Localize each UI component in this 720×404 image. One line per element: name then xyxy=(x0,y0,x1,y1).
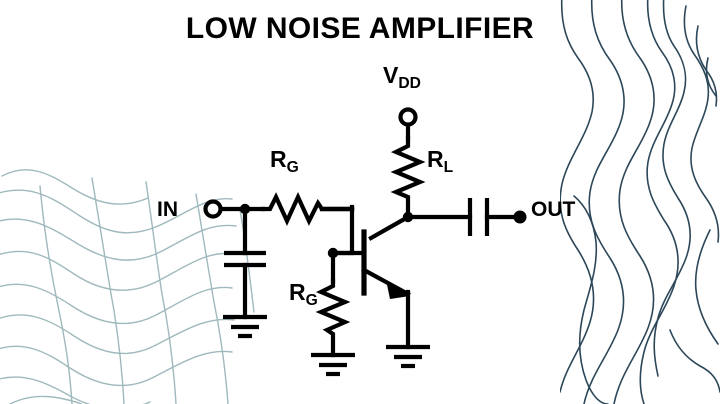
input-ground xyxy=(223,314,267,339)
rl-symbol: R xyxy=(427,146,444,172)
rg-top-subscript: G xyxy=(286,158,299,176)
emitter-ground xyxy=(386,344,430,369)
wavy-contour-lines-left xyxy=(0,169,255,404)
series-gate-resistor-label: RG xyxy=(270,146,299,176)
rg-bot-subscript: G xyxy=(305,291,318,309)
vdd-label: VDD xyxy=(383,62,421,92)
input-port-label: IN xyxy=(157,198,178,221)
vdd-subscript: DD xyxy=(398,74,421,92)
rg-bot-symbol: R xyxy=(289,279,306,305)
shunt-gate-resistor-symbol xyxy=(315,278,351,358)
load-resistor-label: RL xyxy=(427,146,453,176)
load-resistor-symbol xyxy=(390,135,426,220)
base-bias-ground xyxy=(311,352,355,377)
rg-top-symbol: R xyxy=(270,146,287,172)
emitter-arrow-icon xyxy=(386,280,410,299)
rl-subscript: L xyxy=(443,158,454,176)
shunt-gate-resistor-label: RG xyxy=(289,279,318,309)
output-terminal xyxy=(513,210,527,224)
page-title: LOW NOISE AMPLIFIER xyxy=(185,12,535,45)
collector-wire xyxy=(368,214,411,241)
wavy-contour-lines-right xyxy=(560,0,720,404)
vdd-symbol: V xyxy=(383,62,399,88)
series-resistor-to-base-wire xyxy=(319,206,355,256)
output-port-label: OUT xyxy=(531,198,576,221)
